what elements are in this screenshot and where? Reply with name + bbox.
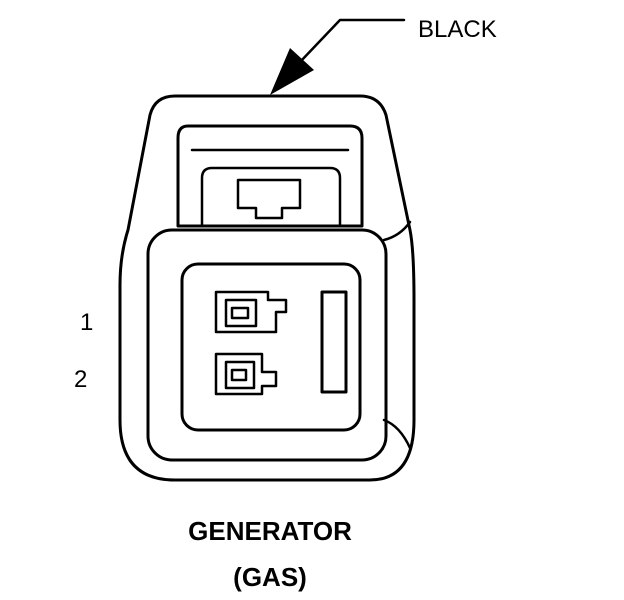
latch-icon — [236, 178, 302, 220]
housing-right-ledge-upper — [382, 220, 412, 242]
connector-face — [146, 228, 388, 462]
wire-color-label: BLACK — [418, 16, 497, 43]
lock-tab-inner — [200, 166, 342, 228]
lock-tab-frame — [176, 124, 364, 228]
callout-arrowhead — [270, 48, 314, 95]
caption-line-2: (GAS) — [233, 562, 307, 592]
pin-1-label: 1 — [80, 309, 93, 336]
housing-right-ledge-lower — [382, 418, 412, 450]
pin-2-label: 2 — [74, 366, 87, 393]
terminal-recess — [180, 262, 362, 432]
terminal-2-icon — [214, 352, 278, 396]
caption-line-1: GENERATOR — [188, 516, 352, 546]
terminal-1-icon — [214, 290, 288, 334]
connector-housing-outer — [118, 94, 416, 482]
callout-leader — [270, 18, 406, 95]
keyway-slot — [320, 290, 348, 394]
